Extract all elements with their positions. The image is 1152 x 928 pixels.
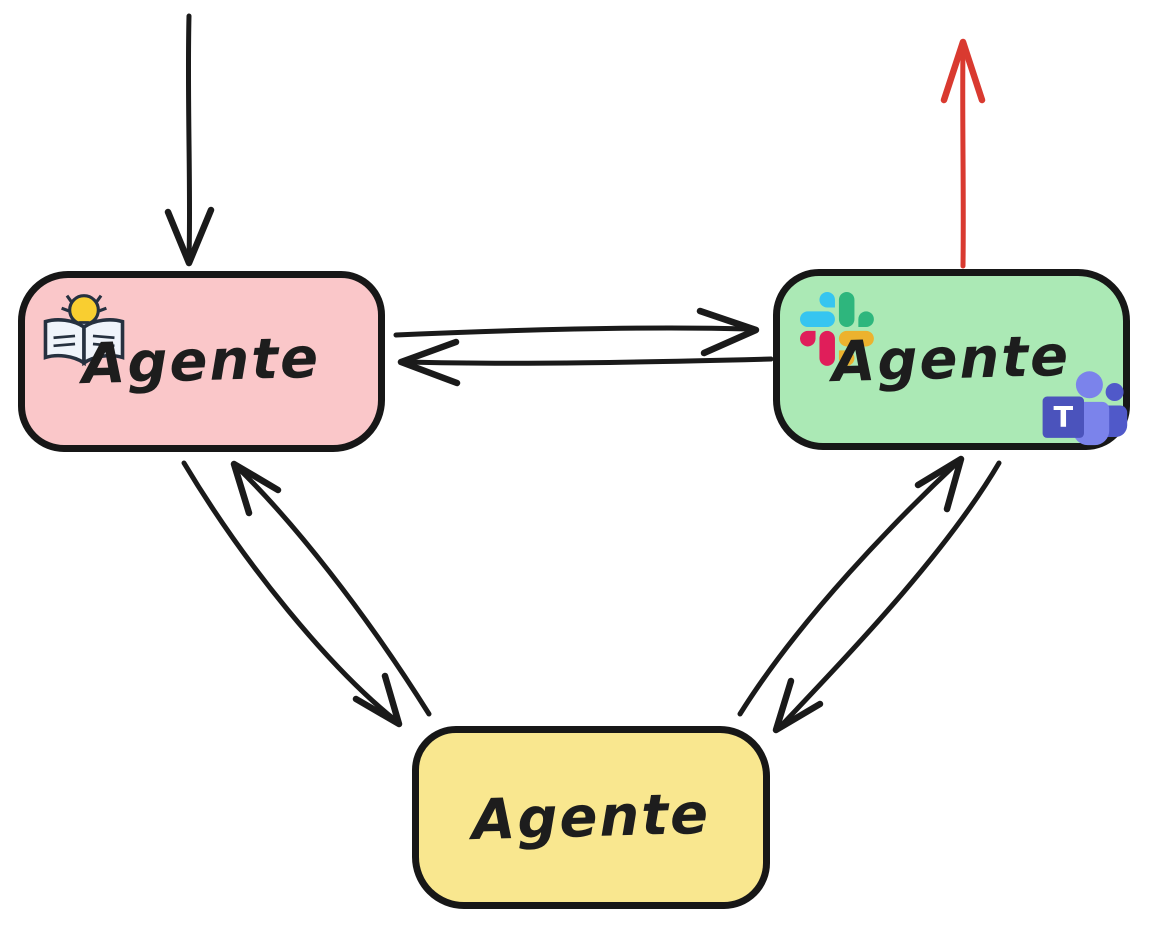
node-label: Agente bbox=[831, 323, 1072, 396]
node-label: Agente bbox=[81, 325, 322, 398]
slack-icon bbox=[800, 292, 874, 366]
book-lightbulb-icon bbox=[39, 284, 129, 370]
arrow-output-up-red bbox=[940, 38, 986, 269]
arrow-left-to-bottom bbox=[181, 460, 403, 728]
node-agent-right: T Agente bbox=[773, 269, 1130, 450]
arrow-bottom-to-left bbox=[230, 460, 432, 717]
arrow-bottom-to-right bbox=[737, 455, 965, 717]
arrow-left-to-right bbox=[393, 307, 760, 357]
arrow-right-to-left bbox=[397, 338, 774, 387]
teams-icon: T bbox=[1039, 369, 1129, 451]
arrow-right-to-bottom bbox=[772, 460, 1002, 734]
teams-letter: T bbox=[1053, 400, 1073, 434]
node-agent-bottom: Agente bbox=[412, 726, 770, 909]
arrow-input-down bbox=[164, 13, 215, 267]
node-agent-left: Agente bbox=[18, 271, 385, 452]
node-label: Agente bbox=[471, 781, 711, 854]
